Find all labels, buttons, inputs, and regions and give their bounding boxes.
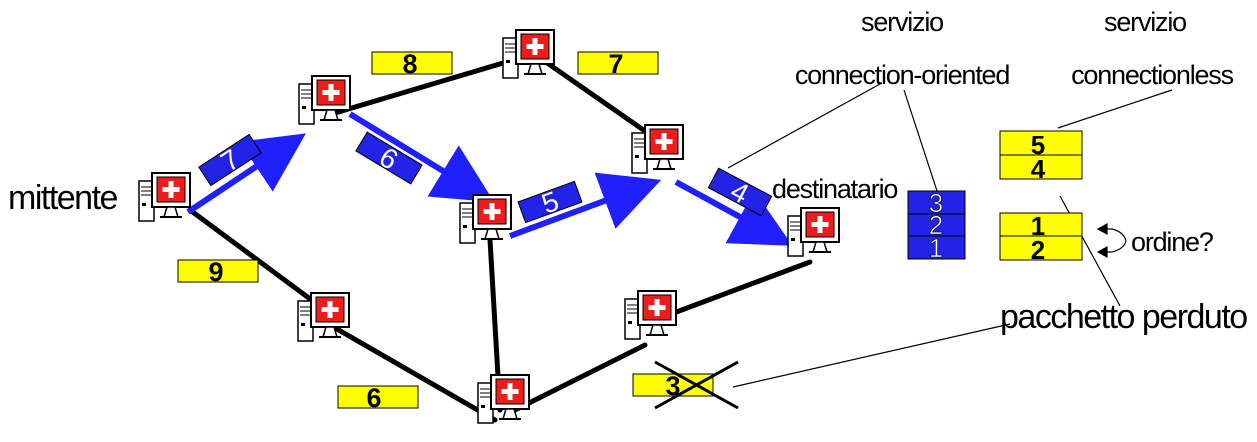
cl-stack-item: 1 bbox=[1031, 211, 1045, 241]
lost-cross-line-2 bbox=[654, 360, 739, 410]
co-stack: 3 2 1 bbox=[907, 188, 966, 263]
router-node-4 bbox=[459, 194, 512, 244]
svg-text:9: 9 bbox=[208, 257, 223, 287]
packet-3-lost: 3 bbox=[632, 360, 739, 410]
service-co-title-line2: connection-oriented bbox=[795, 60, 1010, 90]
co-stack-item: 1 bbox=[929, 233, 943, 263]
router-node-2 bbox=[502, 29, 555, 79]
service-cl-title-line1: servizio bbox=[1104, 7, 1186, 37]
receiver-node bbox=[787, 207, 840, 257]
route-packet-4: 4 bbox=[707, 167, 773, 217]
cl-stack-top: 5 4 bbox=[999, 130, 1083, 184]
service-cl-title-line2: connectionless bbox=[1071, 60, 1234, 90]
cl-stack-item: 2 bbox=[1031, 235, 1045, 265]
sender-label: mittente bbox=[8, 179, 118, 217]
receiver-label: destinatario bbox=[772, 174, 897, 204]
link-r1-r2 bbox=[332, 52, 533, 116]
router-node-3 bbox=[631, 124, 684, 174]
packet-9: 9 bbox=[177, 257, 259, 287]
swap-arrows-icon bbox=[1096, 222, 1127, 259]
route-arrow-r1-r4 bbox=[348, 111, 495, 203]
router-node-1 bbox=[298, 75, 351, 125]
lost-packet-label: pacchetto perduto bbox=[1000, 298, 1247, 336]
network-links bbox=[187, 52, 813, 423]
svg-text:6: 6 bbox=[366, 383, 381, 413]
service-co-title-line1: servizio bbox=[861, 7, 943, 37]
co-stack-item: 2 bbox=[929, 210, 943, 240]
router-node-6 bbox=[477, 374, 530, 424]
sender-node bbox=[138, 172, 191, 222]
pointer-cl-to-stack bbox=[1057, 89, 1173, 129]
svg-text:8: 8 bbox=[402, 49, 417, 79]
route-packet-6: 6 bbox=[355, 131, 423, 185]
packet-7: 7 bbox=[577, 49, 659, 79]
link-r7-receiver bbox=[652, 259, 813, 323]
pointer-co-to-stack bbox=[903, 89, 939, 195]
pointer-lost-to-packet bbox=[732, 323, 1011, 388]
router-node-7 bbox=[624, 290, 677, 340]
cl-stack-bottom: 1 2 bbox=[999, 211, 1083, 265]
order-question-label: ordine? bbox=[1131, 227, 1214, 257]
link-r5-r6 bbox=[327, 322, 498, 423]
packet-6: 6 bbox=[337, 383, 419, 413]
pointer-co-to-network bbox=[727, 83, 881, 169]
link-r6-r7 bbox=[512, 342, 648, 413]
co-stack-item: 3 bbox=[929, 188, 943, 218]
packet-8: 8 bbox=[371, 49, 453, 79]
route-arrow-r3-receiver bbox=[674, 179, 793, 246]
route-arrow-sender-r1 bbox=[186, 133, 306, 215]
cl-stack-item: 4 bbox=[1031, 154, 1046, 184]
route-arrow-r4-r3 bbox=[508, 172, 662, 239]
route-packet-5: 5 bbox=[517, 180, 583, 224]
route-arrows bbox=[186, 111, 793, 246]
route-packet-7: 7 bbox=[198, 133, 262, 187]
svg-text:3: 3 bbox=[665, 371, 680, 401]
svg-text:7: 7 bbox=[608, 49, 623, 79]
cl-stack-item: 5 bbox=[1031, 130, 1045, 160]
